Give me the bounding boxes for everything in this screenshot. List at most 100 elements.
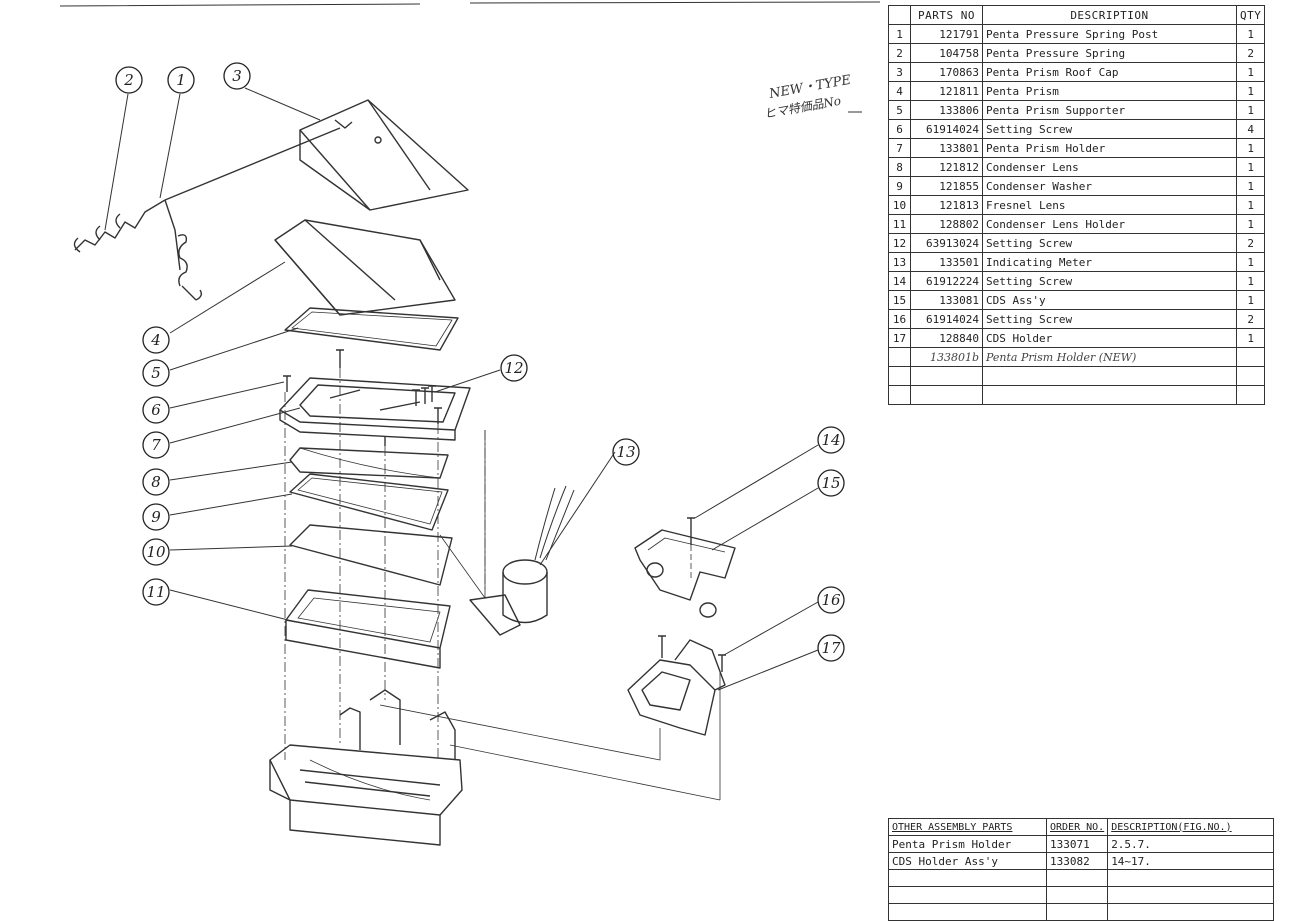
table-row-empty <box>888 886 1275 904</box>
row-part-no: 133806 <box>910 100 983 120</box>
row-qty: 1 <box>1235 252 1266 272</box>
assembly-table-header: OTHER ASSEMBLY PARTS ORDER NO. DESCRIPTI… <box>888 818 1275 836</box>
assembly-order-no: 133082 <box>1045 852 1109 870</box>
row-part-no: 133801b <box>910 347 983 367</box>
row-qty: 1 <box>1235 138 1266 158</box>
assembly-description: 2.5.7. <box>1107 835 1275 853</box>
callout-3: 3 <box>223 62 251 90</box>
row-index: 11 <box>888 214 911 234</box>
callout-13: 13 <box>612 438 640 466</box>
svg-text:2: 2 <box>123 71 134 89</box>
row-part-no: 121813 <box>910 195 983 215</box>
assembly-description: 14~17. <box>1107 852 1275 870</box>
callout-2: 2 <box>115 66 143 94</box>
row-index: 10 <box>888 195 911 215</box>
row-description: CDS Holder <box>982 328 1237 348</box>
callout-4: 4 <box>142 326 170 354</box>
row-part-no: 104758 <box>910 43 983 63</box>
row-index <box>888 347 911 367</box>
row-index: 9 <box>888 176 911 196</box>
empty-cell <box>1235 385 1266 405</box>
svg-text:10: 10 <box>146 543 166 561</box>
empty-cell <box>982 366 1237 386</box>
row-part-no: 133081 <box>910 290 983 310</box>
row-qty: 1 <box>1235 271 1266 291</box>
row-qty: 1 <box>1235 176 1266 196</box>
row-description: Penta Prism <box>982 81 1237 101</box>
row-qty: 1 <box>1235 81 1266 101</box>
assembly-order-no: 133071 <box>1045 835 1109 853</box>
row-part-no: 121812 <box>910 157 983 177</box>
condenser-lens-holder-part <box>285 589 451 669</box>
row-index: 17 <box>888 328 911 348</box>
camera-body-frame <box>269 689 463 846</box>
callout-15: 15 <box>817 469 845 497</box>
row-description: CDS Ass'y <box>982 290 1237 310</box>
row-index: 14 <box>888 271 911 291</box>
svg-text:4: 4 <box>150 331 161 349</box>
empty-cell <box>1045 886 1109 904</box>
header-index <box>888 5 911 25</box>
cds-holder-part <box>627 635 726 800</box>
svg-text:6: 6 <box>151 401 161 419</box>
row-qty: 1 <box>1235 290 1266 310</box>
setting-screws <box>283 349 442 446</box>
header-qty: QTY <box>1235 5 1266 25</box>
callout-9: 9 <box>142 503 170 531</box>
row-qty: 1 <box>1235 157 1266 177</box>
row-qty: 2 <box>1235 233 1266 253</box>
empty-cell <box>1045 903 1109 921</box>
empty-cell <box>1107 886 1275 904</box>
row-part-no: 128802 <box>910 214 983 234</box>
callout-5: 5 <box>142 359 170 387</box>
row-qty: 1 <box>1235 24 1266 44</box>
callout-10: 10 <box>142 538 170 566</box>
svg-text:15: 15 <box>821 474 840 492</box>
row-qty: 1 <box>1235 100 1266 120</box>
row-description: Penta Prism Holder (NEW) <box>982 347 1237 367</box>
svg-text:11: 11 <box>146 583 165 601</box>
row-qty: 2 <box>1235 309 1266 329</box>
condenser-washer-part <box>289 473 449 531</box>
empty-cell <box>1045 869 1109 887</box>
prism-supporter-part <box>284 307 459 351</box>
row-qty: 1 <box>1235 62 1266 82</box>
row-qty: 1 <box>1235 328 1266 348</box>
svg-text:13: 13 <box>616 443 635 461</box>
row-description: Penta Pressure Spring <box>982 43 1237 63</box>
row-index: 6 <box>888 119 911 139</box>
exploded-view-drawing: 2 1 3 4 5 6 7 8 9 10 11 12 13 14 15 16 1… <box>59 1 880 846</box>
row-description: Penta Prism Holder <box>982 138 1237 158</box>
row-part-no: 121811 <box>910 81 983 101</box>
row-part-no: 61914024 <box>910 309 983 329</box>
empty-cell <box>1107 903 1275 921</box>
indicating-meter-part <box>469 430 575 636</box>
svg-text:17: 17 <box>821 639 841 657</box>
svg-text:9: 9 <box>151 508 161 526</box>
row-part-no: 61912224 <box>910 271 983 291</box>
row-description: Indicating Meter <box>982 252 1237 272</box>
svg-text:12: 12 <box>504 359 523 377</box>
row-description: Condenser Washer <box>982 176 1237 196</box>
parts-table-header: PARTS NO DESCRIPTION QTY <box>888 5 1266 25</box>
row-description: Condenser Lens <box>982 157 1237 177</box>
row-qty: 1 <box>1235 214 1266 234</box>
assembly-part-name: Penta Prism Holder <box>888 835 1047 853</box>
callout-12: 12 <box>500 354 528 382</box>
row-qty: 1 <box>1235 195 1266 215</box>
callout-6: 6 <box>142 396 170 424</box>
svg-text:16: 16 <box>821 591 841 609</box>
row-index: 3 <box>888 62 911 82</box>
